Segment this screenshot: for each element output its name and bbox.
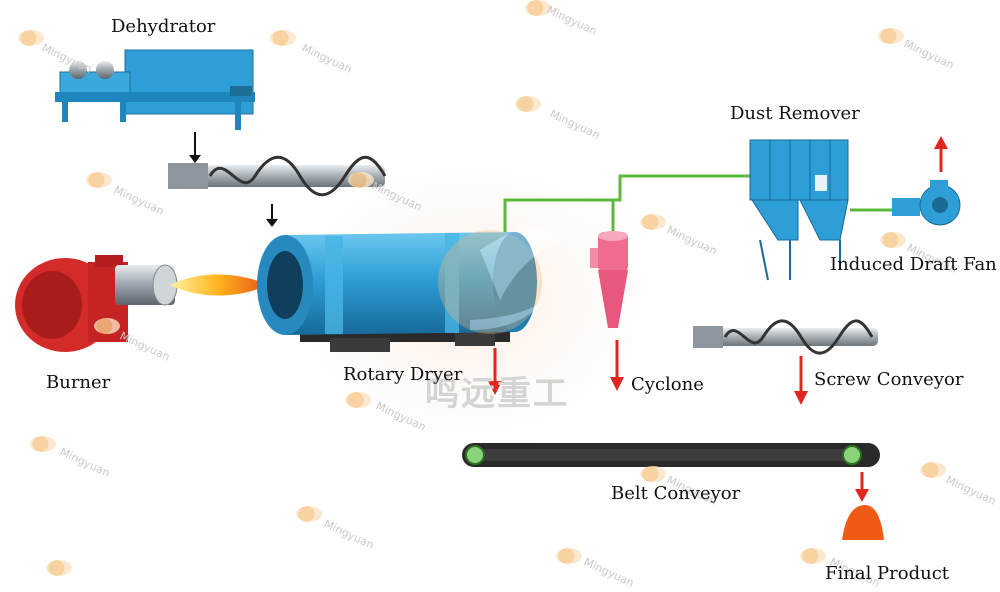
watermark-logo [640,466,666,482]
watermark-logo [920,462,946,478]
final-product-pile [842,505,884,540]
screw-discharge-arrow [794,356,808,405]
label-belt-conveyor: Belt Conveyor [611,483,741,504]
induced-draft-fan-machine [892,180,961,226]
label-induced-draft-fan: Induced Draft Fan [830,254,997,275]
feed-screw-conveyor [168,155,387,197]
label-dust-remover: Dust Remover [730,103,860,124]
watermark-logo [270,30,296,46]
center-watermark-text: 鸣远重工 [425,374,569,414]
label-dehydrator: Dehydrator [111,16,216,37]
watermark-logo [525,0,551,16]
label-final-product: Final Product [825,563,950,584]
watermark-logo [515,96,541,112]
exhaust-arrow [934,136,948,172]
watermark-logo [296,506,322,522]
label-rotary-dryer: Rotary Dryer [343,364,463,385]
dust-remover-machine [749,139,849,281]
dryer-discharge-arrow [488,348,502,395]
watermark-logo [640,214,666,230]
watermark-logo [348,172,374,188]
watermark-logo [30,436,56,452]
burner-flame [170,274,268,296]
feed-arrow-2 [266,204,278,227]
watermark-logo [878,28,904,44]
air-duct-pipes [503,174,895,232]
watermark-logo [880,232,906,248]
cyclone-discharge-arrow [610,340,624,391]
dehydrator-machine [55,49,255,130]
burner-machine [15,255,178,352]
feed-arrow-1 [189,132,201,163]
watermark-logo [556,548,582,564]
label-cyclone: Cyclone [631,374,704,395]
watermark-logo [345,392,371,408]
discharge-screw-conveyor [693,319,878,355]
watermark-logo [94,318,120,334]
label-burner: Burner [46,372,111,393]
belt-discharge-arrow [855,472,869,502]
watermark-logo [18,30,44,46]
center-logo-watermark [438,227,560,334]
cyclone-machine [590,231,628,328]
watermark-logo [86,172,112,188]
label-screw-conveyor: Screw Conveyor [814,369,964,390]
watermark-logo [800,548,826,564]
watermark-logo [46,560,72,576]
rotary-dryer-machine [257,232,537,352]
belt-conveyor-machine [462,443,880,467]
